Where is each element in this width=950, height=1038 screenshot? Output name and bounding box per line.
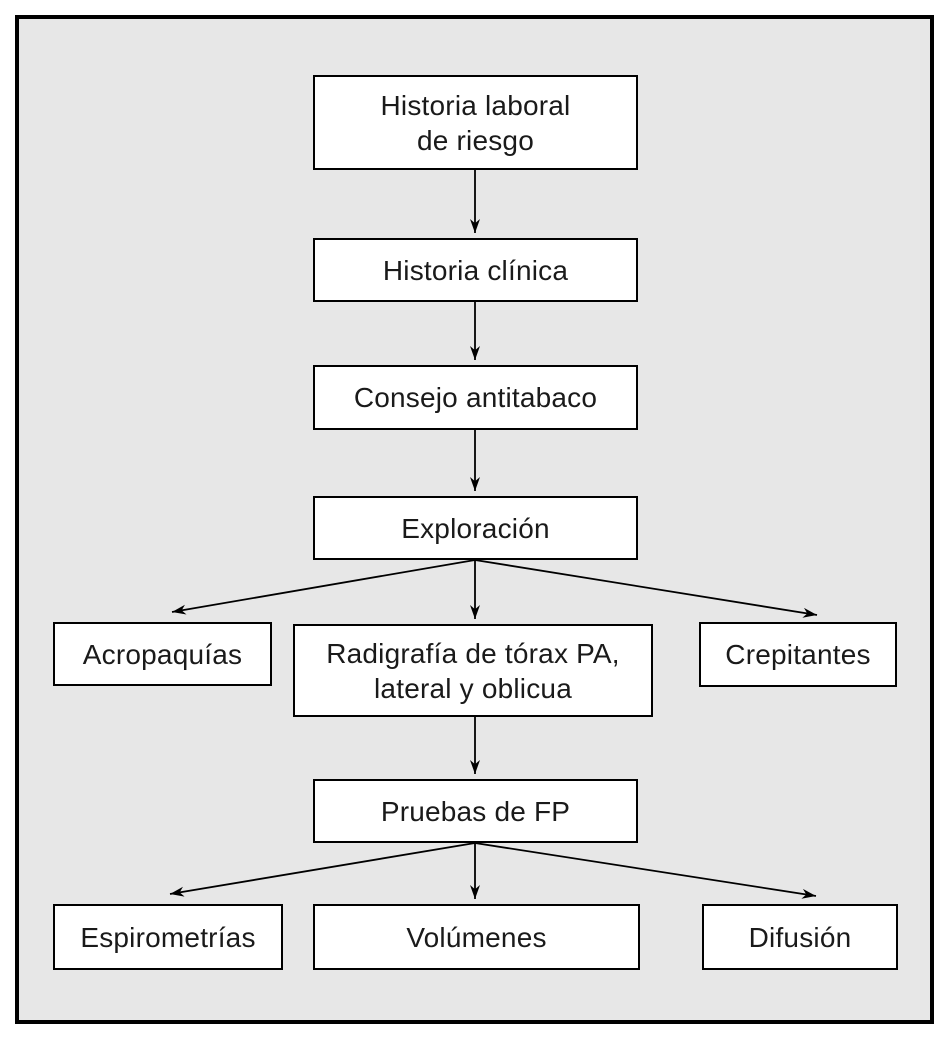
node-consejo-antitabaco-label: Consejo antitabaco — [353, 382, 598, 413]
node-difusion: Difusión — [702, 904, 898, 970]
node-acropaquias: Acropaquías — [53, 622, 272, 686]
node-historia-laboral: Historia laboral de riesgo — [313, 75, 638, 170]
node-exploracion-label: Exploración — [401, 512, 550, 544]
node-historia-laboral-label: Historia laboral de riesgo — [380, 89, 571, 156]
node-historia-clinica: Historia clínica — [313, 238, 638, 302]
node-crepitantes: Crepitantes — [699, 622, 897, 687]
node-radiografia-torax: Radigrafía de tórax PA, lateral y oblicu… — [293, 624, 653, 717]
node-espirometrias-label: Espirometrías — [80, 921, 256, 953]
node-historia-clinica-label: Historia clínica — [382, 254, 569, 286]
node-exploracion: Exploración — [313, 496, 638, 560]
node-volumenes: Volúmenes — [313, 904, 640, 970]
node-pruebas-fp-label: Pruebas de FP — [380, 795, 571, 827]
node-acropaquias-label: Acropaquías — [82, 638, 243, 670]
node-espirometrias: Espirometrías — [53, 904, 283, 970]
node-volumenes-label: Volúmenes — [406, 921, 547, 953]
node-crepitantes-label: Crepitantes — [725, 639, 871, 670]
node-pruebas-fp: Pruebas de FP — [313, 779, 638, 843]
node-radiografia-torax-label: Radigrafía de tórax PA, lateral y oblicu… — [326, 637, 620, 704]
node-consejo-antitabaco: Consejo antitabaco — [313, 365, 638, 430]
node-difusion-label: Difusión — [748, 921, 852, 953]
